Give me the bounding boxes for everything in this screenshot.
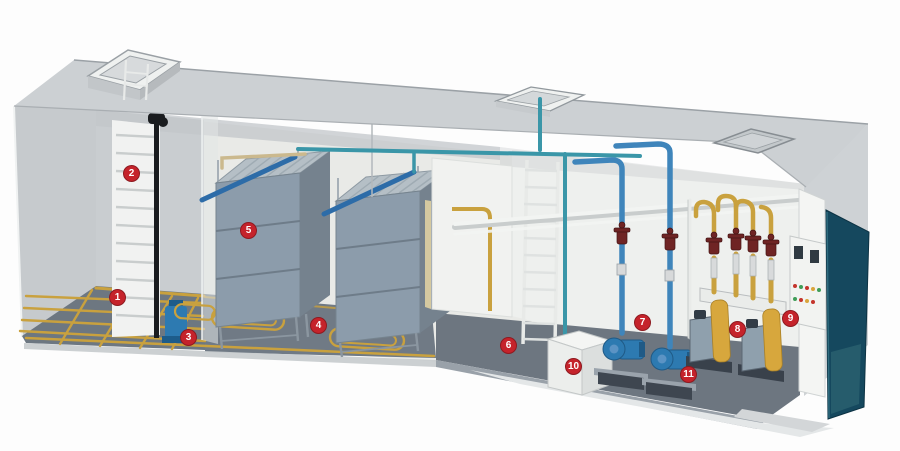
right-end: [789, 124, 870, 420]
door-lower-panel: [831, 344, 861, 414]
pump-base: [162, 336, 190, 343]
roof-hatch-left: [86, 49, 182, 101]
pump-riser-pipe-black: [154, 122, 159, 338]
door-edge: [826, 211, 830, 419]
unit2-frame-legs: [338, 332, 420, 358]
callout-11: 11: [680, 366, 697, 383]
white-box: [546, 330, 614, 396]
pump-riser-pipes: [572, 141, 675, 350]
left-edge-highlight: [13, 105, 23, 338]
pipe-union: [664, 269, 675, 282]
partition-edge-strip: [425, 200, 431, 309]
permeate-pump-1: [594, 337, 648, 390]
callout-10: 10: [565, 358, 582, 375]
teal-ceiling-pipes: [296, 147, 642, 345]
blower-unit-1: [686, 299, 732, 373]
callout-5: 5: [240, 222, 257, 239]
roof-shade-band: [96, 108, 500, 160]
callout-1: 1: [109, 289, 126, 306]
unit1-frame-legs: [218, 313, 310, 350]
middle-access-ladder: [521, 159, 560, 347]
callout-3: 3: [180, 329, 197, 346]
callout-9: 9: [782, 310, 799, 327]
callout-8: 8: [729, 321, 746, 338]
membrane-header-pipes: [199, 151, 417, 217]
container-door-open: [825, 209, 870, 420]
callout-2: 2: [123, 165, 140, 182]
riser-joint: [158, 117, 168, 127]
door-shadow: [734, 409, 830, 432]
ladder-rungs: [115, 133, 157, 319]
permeate-pipe-over-wall: [452, 207, 492, 311]
roof-top-edge: [73, 59, 869, 125]
pipe-union: [616, 263, 627, 276]
left-end-wall: [14, 106, 96, 337]
callout-7: 7: [634, 314, 651, 331]
partition-wall: [371, 99, 513, 318]
blower-unit-2: [738, 308, 784, 382]
pump-cap: [169, 300, 183, 308]
roof-shade-band-right: [500, 147, 806, 190]
control-panel: [789, 235, 827, 331]
callout-6: 6: [500, 337, 517, 354]
roof-vent-right: [711, 128, 797, 154]
indicator-lights: [793, 284, 821, 304]
floor-front-rail: [24, 343, 436, 367]
blower-gold-pipes: [693, 193, 775, 304]
callout-4: 4: [310, 317, 327, 334]
ladder-through-hatch: [122, 59, 150, 101]
permeate-pump-2: [642, 347, 696, 400]
